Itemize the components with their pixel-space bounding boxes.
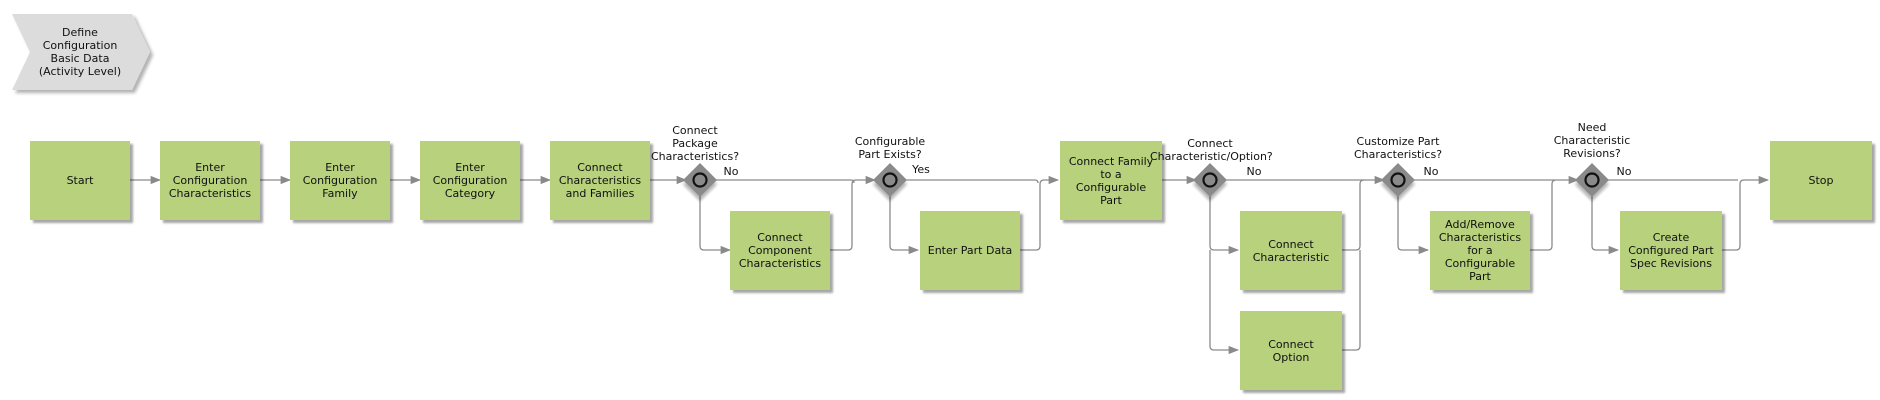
task-connect-component-characteristics[interactable]: Connect Component Characteristics bbox=[730, 211, 830, 290]
connector-gateway3-branch2 bbox=[1209, 250, 1240, 355]
gateway-customize-part-characteristics[interactable] bbox=[1381, 163, 1415, 197]
task-stop[interactable]: Stop bbox=[1770, 141, 1872, 220]
gateway-need-characteristic-revisions[interactable] bbox=[1575, 163, 1609, 197]
task-enter-configuration-characteristics[interactable]: Enter Configuration Characteristics bbox=[160, 141, 260, 220]
task-connect-characteristic[interactable]: Connect Characteristic bbox=[1240, 211, 1342, 290]
connector-gateway5-branch bbox=[1591, 194, 1620, 255]
task-start[interactable]: Start bbox=[30, 141, 130, 220]
gateway-package-characteristics[interactable] bbox=[683, 163, 717, 197]
activity-header-label: Define Configuration Basic Data (Activit… bbox=[38, 26, 122, 78]
task-enter-configuration-category[interactable]: Enter Configuration Category bbox=[420, 141, 520, 220]
task-connect-option[interactable]: Connect Option bbox=[1240, 311, 1342, 390]
connector-addremove-return bbox=[1530, 175, 1580, 251]
connectors bbox=[130, 175, 1770, 355]
gateway-characteristic-option[interactable] bbox=[1193, 163, 1227, 197]
activity-header-shape bbox=[12, 14, 150, 90]
connector-gateway2-yes bbox=[904, 179, 1039, 184]
connector-component-return bbox=[830, 175, 877, 251]
connector-revisions-return bbox=[1722, 175, 1770, 251]
task-enter-part-data[interactable]: Enter Part Data bbox=[920, 211, 1020, 290]
connector-gateway1-no bbox=[714, 179, 855, 184]
connector-characteristic-return bbox=[1342, 175, 1386, 251]
connector-gateway4-branch bbox=[1397, 194, 1430, 255]
task-enter-configuration-family[interactable]: Enter Configuration Family bbox=[290, 141, 390, 220]
connector-gateway2-branch bbox=[889, 194, 920, 255]
connector-gateway3-branch1 bbox=[1209, 194, 1240, 255]
task-connect-family-configurable-part[interactable]: Connect Family to a Configurable Part bbox=[1060, 141, 1162, 220]
task-add-remove-characteristics[interactable]: Add/Remove Characteristics for a Configu… bbox=[1430, 211, 1530, 290]
connector-option-return bbox=[1342, 250, 1361, 351]
task-connect-characteristics-families[interactable]: Connect Characteristics and Families bbox=[550, 141, 650, 220]
connector-gateway1-yes-branch bbox=[699, 194, 732, 255]
gateway-configurable-part-exists[interactable] bbox=[873, 163, 907, 197]
connector-partdata-return bbox=[1020, 175, 1060, 251]
task-create-configured-part-spec-revisions[interactable]: Create Configured Part Spec Revisions bbox=[1620, 211, 1722, 290]
